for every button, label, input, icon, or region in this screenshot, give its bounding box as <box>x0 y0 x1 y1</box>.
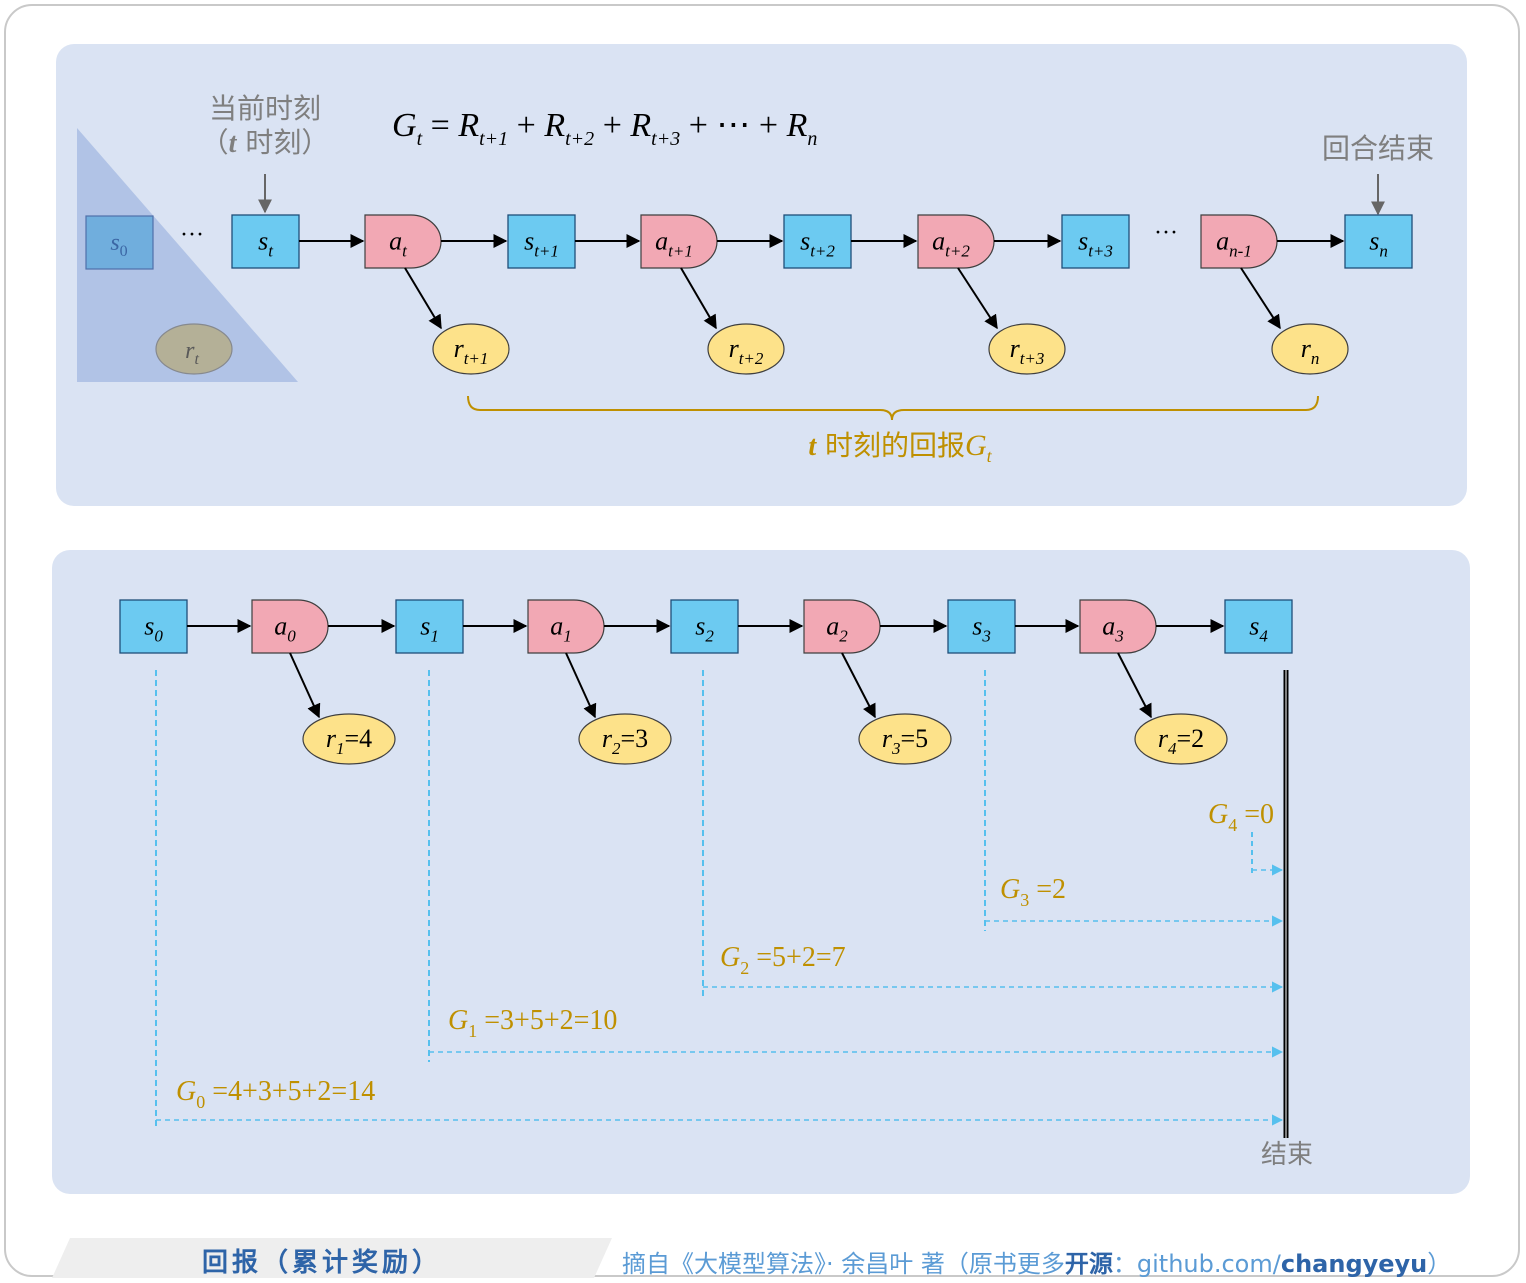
bottom-action-1-node <box>527 599 605 654</box>
top-state-3-node <box>1061 214 1130 269</box>
top-action-3-node <box>1200 214 1278 269</box>
bottom-action-3-label: a3 <box>1102 612 1124 646</box>
bottom-reward-1-label: r2=3 <box>602 724 648 758</box>
top-action-0-label: at <box>389 227 408 261</box>
state-node-s0-faded <box>85 215 154 270</box>
return-brace-label: t 时刻的回报Gt <box>808 429 992 466</box>
bottom-action-3-node <box>1079 599 1157 654</box>
top-reward-3-node <box>1271 323 1349 375</box>
return-label-G4: G4 =0 <box>1208 799 1274 835</box>
top-action-0-node <box>364 214 442 269</box>
top-action-2-node <box>917 214 995 269</box>
bottom-reward-0-node <box>302 713 396 765</box>
bottom-reward-1-node <box>578 713 672 765</box>
bottom-reward-0-label: r1=4 <box>326 724 372 758</box>
bottom-state-3-label: s3 <box>972 612 991 646</box>
ellipsis-right: ··· <box>1154 220 1178 246</box>
top-arrow-reward-2 <box>957 267 998 330</box>
top-reward-0-node <box>432 323 510 375</box>
bottom-action-2-node <box>803 599 881 654</box>
top-action-1-label: at+1 <box>655 227 693 261</box>
footer-source: 摘自《大模型算法》· 余昌叶 著（原书更多开源：github.com/chang… <box>622 1250 1452 1278</box>
state-label-s0-faded: s0 <box>110 230 127 260</box>
bottom-state-4-label: s4 <box>1249 612 1268 646</box>
reward-node-rt-faded <box>155 323 233 375</box>
return-label-G2: G2 =5+2=7 <box>720 942 846 978</box>
current-time-sublabel: （t 时刻） <box>201 126 330 159</box>
top-reward-1-label: rt+2 <box>729 334 764 368</box>
return-formula: Gt = Rt+1 + Rt+2 + Rt+3 + ⋯ + Rn <box>392 107 817 150</box>
top-state-4-node <box>1344 214 1413 269</box>
reward-label-rt-faded: rt <box>185 338 199 368</box>
return-brace <box>467 395 1319 421</box>
return-label-G0: G0 =4+3+5+2=14 <box>176 1076 375 1112</box>
bottom-state-1-label: s1 <box>420 612 439 646</box>
top-state-2-node <box>783 214 852 269</box>
top-reward-2-node <box>988 323 1066 375</box>
outer-frame <box>4 4 1520 1277</box>
bottom-state-0-label: s0 <box>144 612 163 646</box>
top-state-3-label: st+3 <box>1078 227 1113 261</box>
footer-title-bar: 回报（累计奖励） <box>52 1238 612 1278</box>
bottom-state-3-node <box>947 599 1016 654</box>
bottom-state-2-node <box>670 599 739 654</box>
episode-end-label: 回合结束 <box>1322 132 1434 165</box>
bottom-reward-2-label: r3=5 <box>882 724 928 758</box>
bottom-state-2-label: s2 <box>695 612 714 646</box>
bottom-arrow-reward-0 <box>289 652 321 719</box>
top-state-1-node <box>507 214 576 269</box>
terminal-label: 结束 <box>1261 1140 1313 1170</box>
bottom-state-0-node <box>119 599 188 654</box>
top-action-1-node <box>640 214 718 269</box>
return-label-G1: G1 =3+5+2=10 <box>448 1005 617 1041</box>
bottom-panel <box>52 550 1470 1194</box>
top-panel <box>56 44 1467 506</box>
top-reward-3-label: rn <box>1301 334 1320 368</box>
top-state-0-label: st <box>258 227 274 261</box>
return-label-G3: G3 =2 <box>1000 874 1066 910</box>
bottom-action-0-node <box>251 599 329 654</box>
top-reward-1-node <box>707 323 785 375</box>
top-state-0-node <box>231 214 300 269</box>
bottom-action-0-label: a0 <box>274 612 296 646</box>
bottom-arrow-reward-3 <box>1117 652 1152 719</box>
top-reward-0-label: rt+1 <box>454 334 489 368</box>
top-arrow-reward-3 <box>1240 267 1281 330</box>
top-action-3-label: an-1 <box>1216 227 1252 261</box>
top-state-4-label: sn <box>1369 227 1388 261</box>
bottom-reward-3-label: r4=2 <box>1158 724 1204 758</box>
bottom-arrow-reward-2 <box>841 652 876 719</box>
top-arrow-reward-1 <box>680 267 717 330</box>
bottom-action-2-label: a2 <box>826 612 848 646</box>
bottom-arrow-reward-1 <box>565 652 597 719</box>
top-arrow-reward-0 <box>404 267 442 330</box>
bottom-reward-3-node <box>1134 713 1228 765</box>
top-action-2-label: at+2 <box>932 227 970 261</box>
top-reward-2-label: rt+3 <box>1010 334 1045 368</box>
ellipsis-left: ··· <box>180 222 204 248</box>
footer-title: 回报（累计奖励） <box>202 1248 443 1278</box>
top-trajectory: st st+1 st+2 st+3 sn at at+1 at+2 an-1 rt+1 rt+2 rt… <box>231 214 1413 375</box>
history-triangle <box>77 128 298 382</box>
bottom-state-4-node <box>1224 599 1293 654</box>
bottom-trajectory: s0 s1 s2 s3 s4 a0 a1 a2 a3 r1=4 r2=3 r3=5 r4=2 G4 =0 G… <box>119 599 1293 1130</box>
bottom-state-1-node <box>395 599 464 654</box>
top-state-1-label: st+1 <box>524 227 559 261</box>
current-time-label: 当前时刻 <box>209 92 321 125</box>
bottom-reward-2-node <box>858 713 952 765</box>
top-state-2-label: st+2 <box>800 227 835 261</box>
bottom-action-1-label: a1 <box>550 612 572 646</box>
